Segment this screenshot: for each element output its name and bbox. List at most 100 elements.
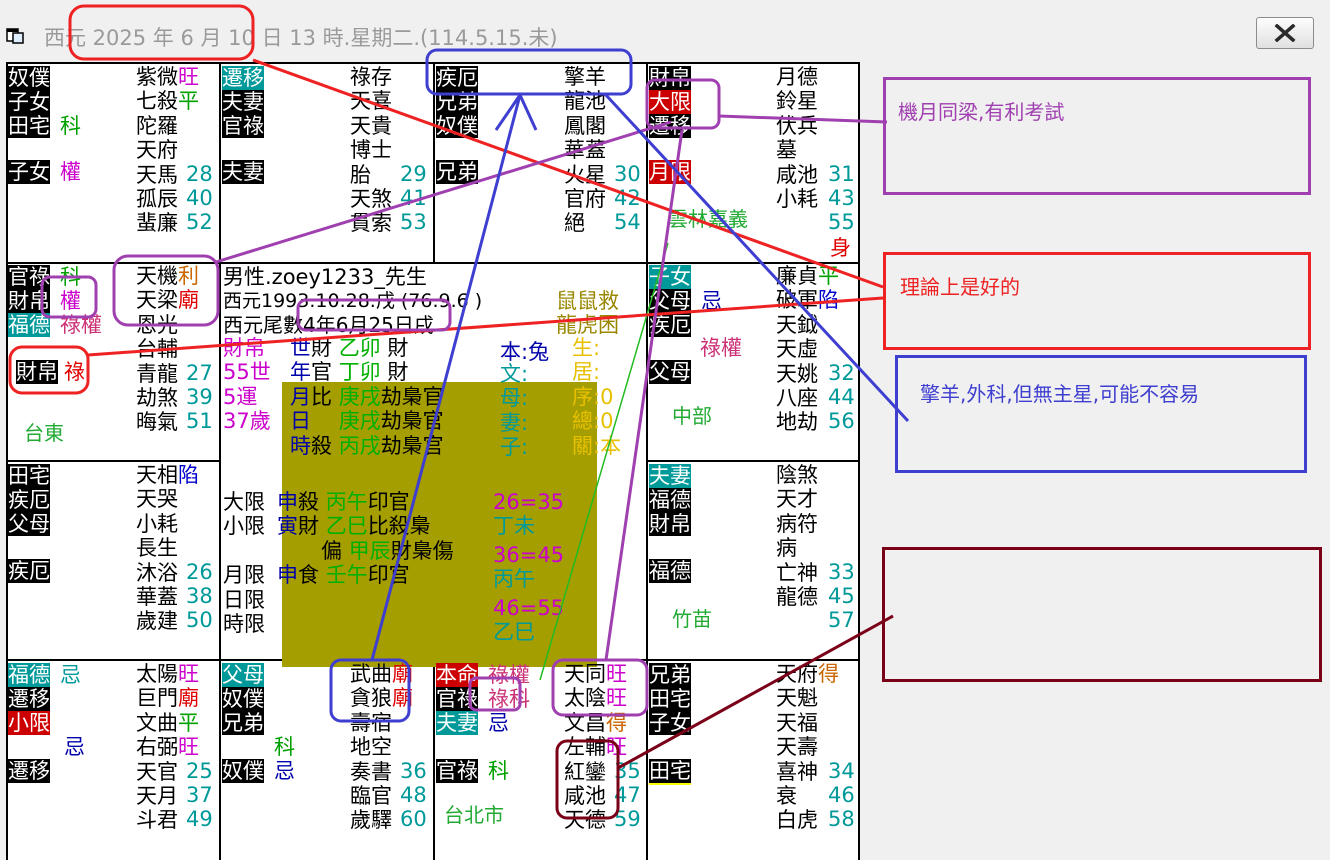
annotation-note-blue: 擎羊,外科,但無主星,可能不容易 [895, 355, 1307, 473]
star-number: 27 [186, 361, 213, 385]
annotation-purple-line [718, 114, 888, 124]
transform-lu-quan: 祿權 [488, 663, 530, 687]
palace-label: 田宅 [649, 687, 691, 711]
age-range: 36=45 [493, 542, 565, 567]
transform-ke: 科 [274, 735, 295, 759]
age-ganzhi: 乙巳 [493, 620, 535, 645]
star: 七殺 [136, 89, 178, 114]
star: 奏書 [350, 759, 392, 784]
star: 地空 [350, 735, 392, 760]
star: 天才 [776, 487, 818, 512]
star: 月德 [776, 65, 818, 89]
star: 天馬 [136, 162, 178, 187]
star-number: 46 [828, 783, 855, 807]
star-list: 月德 鈴星 伏兵 墓 咸池 小耗 [776, 65, 818, 211]
star-brightness: 得 [606, 710, 627, 735]
star-number: 57 [828, 608, 855, 632]
star-number: 54 [614, 210, 641, 234]
star: 天哭 [136, 487, 178, 512]
star: 天煞 [350, 187, 392, 212]
age-ganzhi: 丁未 [493, 514, 535, 539]
star-number: 30 [614, 162, 641, 186]
star-brightness: 旺 [606, 662, 627, 686]
pillar-god: 財 [311, 336, 332, 360]
star: 華蓋 [136, 585, 178, 610]
limit-god: 食 [298, 563, 319, 588]
pillar-label: 年 [290, 360, 311, 385]
star-list: 天府得 天魁 天福 天壽 喜神 衰 白虎 [776, 662, 839, 833]
window-title: 西元 2025 年 6 月 10 日 13 時.星期二.(114.5.15.未) [44, 26, 558, 50]
region-label: 台北市 [444, 803, 504, 827]
pillar-label: 時 [290, 433, 311, 458]
star-brightness: 廟 [178, 288, 199, 313]
family-info-item: 妻: [500, 410, 529, 435]
star-list: 天機利 天梁廟 恩光 台輔 青龍 劫煞 晦氣 [136, 264, 199, 435]
star-number: 50 [186, 608, 213, 632]
zodiac-label: 本:兔 [500, 340, 550, 364]
star: 貪狼 [350, 686, 392, 711]
shen-marker: 身 [830, 236, 851, 260]
star: 絕 [564, 211, 585, 236]
limit-god: 偏 [321, 538, 342, 563]
annotation-line [539, 242, 669, 681]
star-number: 34 [828, 759, 855, 783]
palace-label: 父母 [222, 663, 264, 687]
star: 天同 [564, 662, 606, 686]
limit-branch: 寅 [277, 514, 298, 539]
annotation-purple-box [645, 78, 721, 130]
star: 劫煞 [136, 386, 178, 411]
family-info-item: 文: [500, 362, 529, 386]
annotation-maroon-line [617, 614, 894, 770]
pillar-ganzhi: 庚戌 [338, 409, 381, 434]
side-info-item: 55世 [223, 360, 271, 385]
limit-label: 時限 [223, 612, 265, 637]
star: 咸池 [776, 162, 818, 187]
star-number: 58 [828, 807, 855, 831]
pillar-god: 殺 [311, 433, 332, 458]
annotation-red-title-oval [68, 4, 255, 61]
palace-label: 疾厄 [8, 559, 50, 583]
limit-label: 大限 [223, 490, 265, 514]
pillar-hidden: 財 [387, 360, 409, 385]
annotation-blue-line [603, 92, 910, 423]
star: 晦氣 [136, 410, 178, 435]
yellow-info-item: 關:本 [572, 433, 622, 458]
star: 博士 [350, 138, 392, 163]
palace-label: 遷移 [8, 759, 50, 783]
palace-label: 官祿 [436, 759, 478, 783]
star-list: 太陽旺 巨門廟 文曲平 右弼旺 天官 天月 斗君 [136, 662, 199, 833]
pillar-hidden: 劫梟官 [380, 384, 444, 409]
yellow-info-item: 居: [572, 360, 601, 385]
star: 紅鑾 [564, 759, 606, 784]
star-number: 52 [186, 210, 213, 234]
star: 地劫 [776, 410, 818, 435]
yellow-info-item: 序:0 [572, 384, 614, 409]
palace-label: 父母 [8, 512, 50, 536]
palace-label: 兄弟 [649, 663, 691, 687]
star-number: 28 [186, 162, 213, 186]
star: 咸池 [564, 784, 606, 809]
limit-ganzhi: 壬午 [325, 563, 368, 588]
pillar-god: 比 [311, 384, 332, 409]
star-number: 44 [828, 385, 855, 409]
limit-branch: 申 [277, 490, 298, 514]
window-app-icon[interactable] [6, 26, 24, 44]
star-list: 天同旺 太陰旺 文昌得 左輔旺 紅鑾 咸池 天德 [564, 662, 627, 833]
person-name: 男性.zoey1233_先生 [223, 265, 427, 289]
transform-lu-ke: 祿科 [488, 687, 530, 711]
limit-hidden: 比殺梟 [367, 514, 431, 539]
star: 天相 [136, 463, 178, 487]
close-button[interactable] [1256, 17, 1314, 49]
star: 右弼 [136, 735, 178, 760]
star: 青龍 [136, 361, 178, 386]
annotation-purple-box [40, 275, 98, 319]
palace-label: 福德 [649, 559, 691, 583]
pillar-ganzhi: 丙戌 [338, 433, 381, 458]
star: 天德 [564, 808, 606, 833]
transform-ji: 忌 [274, 759, 295, 783]
star: 祿存 [350, 65, 392, 89]
annotation-purple-box [112, 254, 220, 327]
star: 天官 [136, 759, 178, 784]
age-ranges: 26=35 丁未 36=45 丙午 46=55 乙巳 [493, 490, 564, 644]
star: 龍德 [776, 585, 818, 610]
